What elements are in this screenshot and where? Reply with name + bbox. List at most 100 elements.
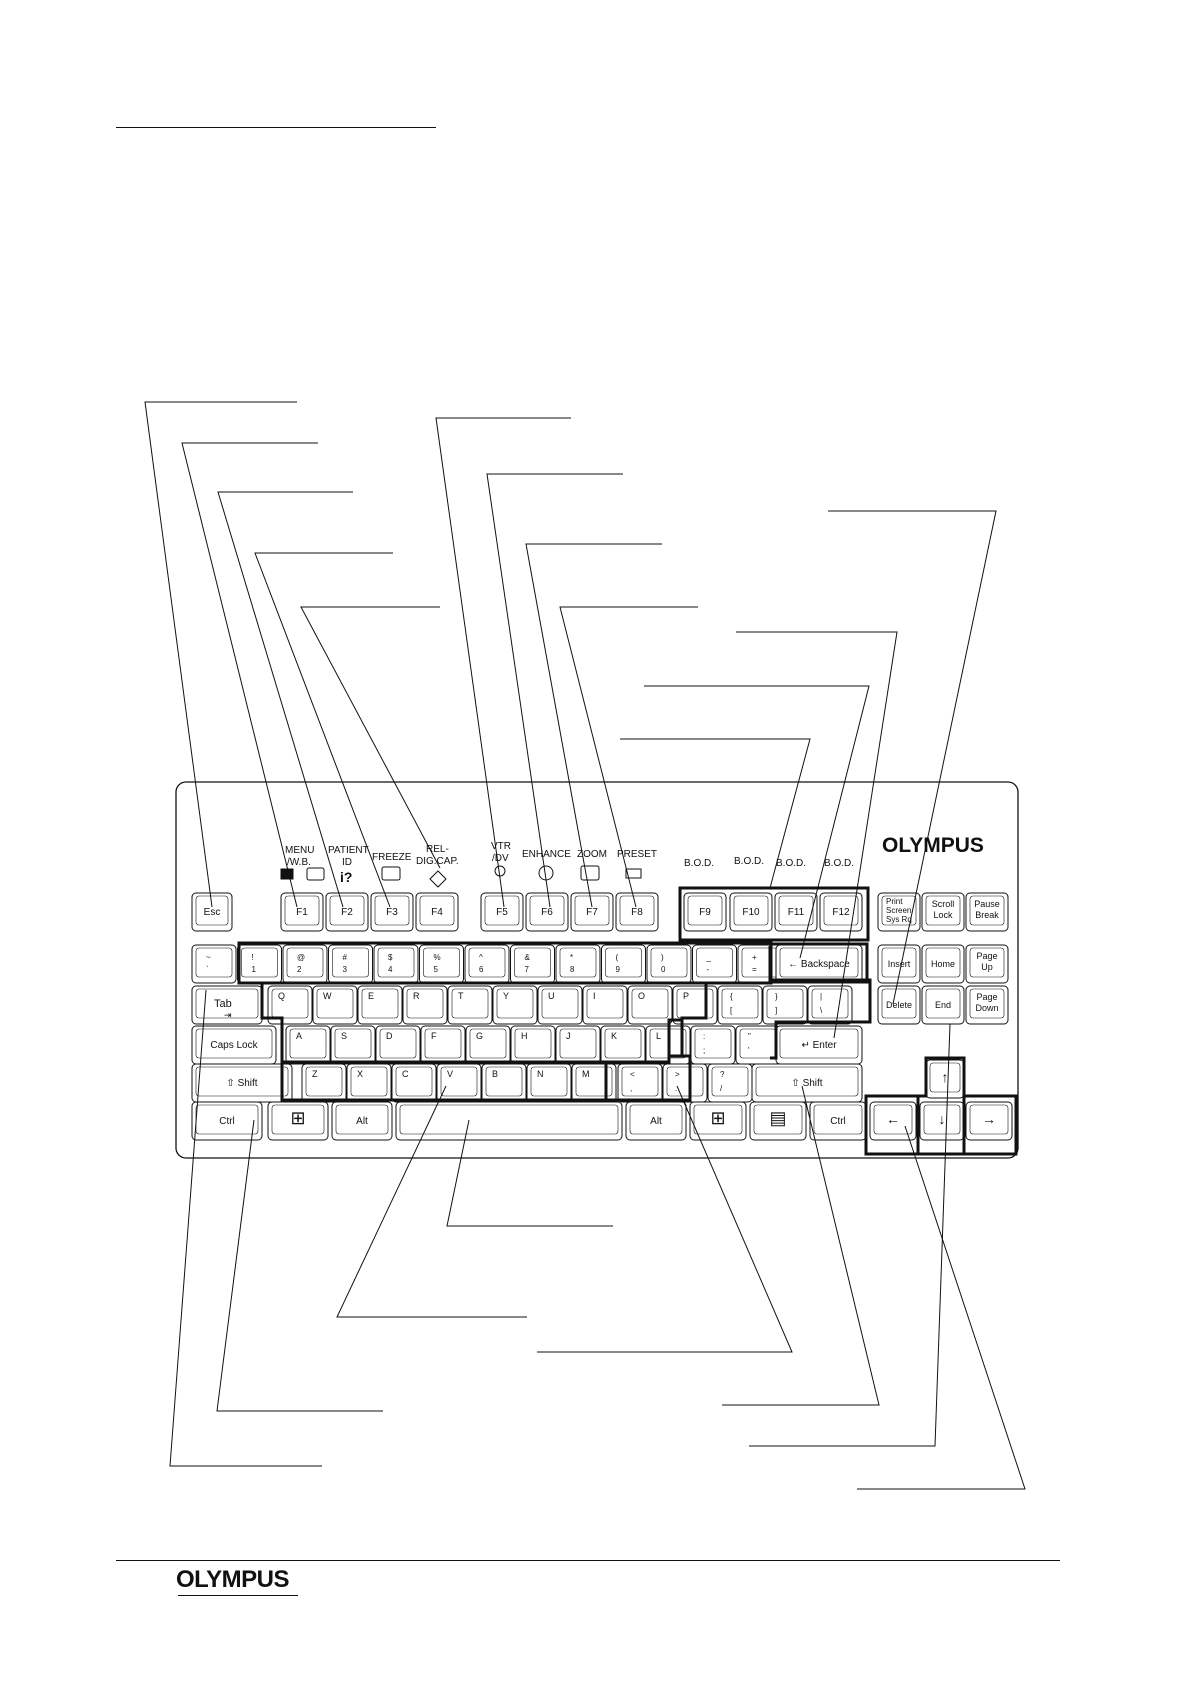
- key-f5[interactable]: F5: [480, 892, 524, 932]
- key-alt-left[interactable]: Alt: [331, 1101, 393, 1141]
- keycap-letter-x[interactable]: [346, 1063, 392, 1103]
- key-num-1[interactable]: !1: [237, 944, 282, 984]
- key-f11[interactable]: F11: [774, 892, 818, 932]
- key-letter-w[interactable]: W: [312, 985, 358, 1025]
- key-num-0[interactable]: ~`: [191, 944, 237, 984]
- key-caps-lock[interactable]: Caps Lock: [191, 1025, 277, 1065]
- key-shift-right[interactable]: ⇧ Shift: [751, 1063, 863, 1103]
- key-num-2[interactable]: @2: [282, 944, 328, 984]
- keycap-f3[interactable]: [370, 892, 414, 932]
- keycap-ctrl-left[interactable]: [191, 1101, 263, 1141]
- keycap-f10[interactable]: [729, 892, 773, 932]
- key-comma-2[interactable]: ?/: [707, 1063, 753, 1103]
- keycap-shift-right[interactable]: [751, 1063, 863, 1103]
- key-arrow-right[interactable]: →: [965, 1101, 1013, 1141]
- key-enter[interactable]: ↵ Enter: [775, 1025, 863, 1065]
- keycap-space[interactable]: [395, 1101, 623, 1141]
- key-letter-g[interactable]: G: [465, 1025, 511, 1065]
- keycap-letter-g[interactable]: [465, 1025, 511, 1065]
- keycap-semi-0[interactable]: [690, 1025, 736, 1065]
- keycap-windows-right[interactable]: [689, 1101, 747, 1141]
- key-f3[interactable]: F3: [370, 892, 414, 932]
- keycap-home[interactable]: [921, 944, 965, 984]
- keycap-f8[interactable]: [615, 892, 659, 932]
- key-f12[interactable]: F12: [819, 892, 863, 932]
- key-ctrl-left[interactable]: Ctrl: [191, 1101, 263, 1141]
- keycap-letter-h[interactable]: [510, 1025, 556, 1065]
- key-num-3[interactable]: #3: [328, 944, 373, 984]
- keycap-f6[interactable]: [525, 892, 569, 932]
- key-semi-0[interactable]: :;: [690, 1025, 736, 1065]
- key-f9[interactable]: F9: [683, 892, 727, 932]
- key-num-6[interactable]: ^6: [464, 944, 510, 984]
- keycap-letter-w[interactable]: [312, 985, 358, 1025]
- keycap-f4[interactable]: [415, 892, 459, 932]
- keycap-letter-o[interactable]: [627, 985, 673, 1025]
- key-bracket-2[interactable]: |\: [807, 985, 853, 1025]
- key-f1[interactable]: F1: [280, 892, 324, 932]
- key-letter-v[interactable]: V: [436, 1063, 482, 1103]
- keycap-num-0[interactable]: [191, 944, 237, 984]
- key-windows-right[interactable]: ⊞: [689, 1101, 747, 1141]
- key-num-12[interactable]: +=: [737, 944, 783, 984]
- key-num-10[interactable]: )0: [646, 944, 692, 984]
- keycap-comma-2[interactable]: [707, 1063, 753, 1103]
- key-menu[interactable]: ▤: [749, 1101, 807, 1141]
- keycap-letter-z[interactable]: [301, 1063, 347, 1103]
- keycap-f1[interactable]: [280, 892, 324, 932]
- key-f7[interactable]: F7: [570, 892, 614, 932]
- key-letter-x[interactable]: X: [346, 1063, 392, 1103]
- key-letter-r[interactable]: R: [402, 985, 448, 1025]
- keycap-delete[interactable]: [877, 985, 921, 1025]
- key-letter-e[interactable]: E: [357, 985, 403, 1025]
- keycap-bracket-1[interactable]: [762, 985, 808, 1025]
- keycap-letter-a[interactable]: [285, 1025, 331, 1065]
- keycap-menu[interactable]: [749, 1101, 807, 1141]
- keycap-comma-0[interactable]: [617, 1063, 663, 1103]
- key-end[interactable]: End: [921, 985, 965, 1025]
- keycap-letter-n[interactable]: [526, 1063, 572, 1103]
- key-letter-t[interactable]: T: [447, 985, 493, 1025]
- key-letter-s[interactable]: S: [330, 1025, 376, 1065]
- key-backspace[interactable]: ← Backspace: [775, 944, 863, 984]
- keycap-f7[interactable]: [570, 892, 614, 932]
- keycap-windows-left[interactable]: [267, 1101, 329, 1141]
- keycap-letter-i[interactable]: [582, 985, 628, 1025]
- key-comma-1[interactable]: >.: [662, 1063, 708, 1103]
- key-arrow-up[interactable]: ↑: [925, 1059, 965, 1099]
- keycap-letter-q[interactable]: [267, 985, 313, 1025]
- key-letter-z[interactable]: Z: [301, 1063, 347, 1103]
- key-ctrl-right[interactable]: Ctrl: [809, 1101, 867, 1141]
- keycap-letter-f[interactable]: [420, 1025, 466, 1065]
- keycap-pause-break[interactable]: [965, 892, 1009, 932]
- key-letter-b[interactable]: B: [481, 1063, 527, 1103]
- keycap-letter-d[interactable]: [375, 1025, 421, 1065]
- keycap-letter-c[interactable]: [391, 1063, 437, 1103]
- key-tab[interactable]: Tab⇥: [191, 985, 263, 1025]
- keycap-letter-s[interactable]: [330, 1025, 376, 1065]
- keycap-bracket-0[interactable]: [717, 985, 763, 1025]
- key-windows-left[interactable]: ⊞: [267, 1101, 329, 1141]
- keycap-insert[interactable]: [877, 944, 921, 984]
- key-letter-q[interactable]: Q: [267, 985, 313, 1025]
- keycap-scroll-lock[interactable]: [921, 892, 965, 932]
- key-f10[interactable]: F10: [729, 892, 773, 932]
- keycap-arrow-right[interactable]: [965, 1101, 1013, 1141]
- keycap-esc[interactable]: [191, 892, 233, 932]
- keycap-letter-m[interactable]: [571, 1063, 617, 1103]
- keycap-letter-u[interactable]: [537, 985, 583, 1025]
- keycap-letter-r[interactable]: [402, 985, 448, 1025]
- key-insert[interactable]: Insert: [877, 944, 921, 984]
- key-num-11[interactable]: _-: [692, 944, 737, 984]
- key-space[interactable]: [395, 1101, 623, 1141]
- keycap-alt-left[interactable]: [331, 1101, 393, 1141]
- keycap-end[interactable]: [921, 985, 965, 1025]
- key-f6[interactable]: F6: [525, 892, 569, 932]
- key-letter-o[interactable]: O: [627, 985, 673, 1025]
- keycap-f11[interactable]: [774, 892, 818, 932]
- key-esc[interactable]: Esc: [191, 892, 233, 932]
